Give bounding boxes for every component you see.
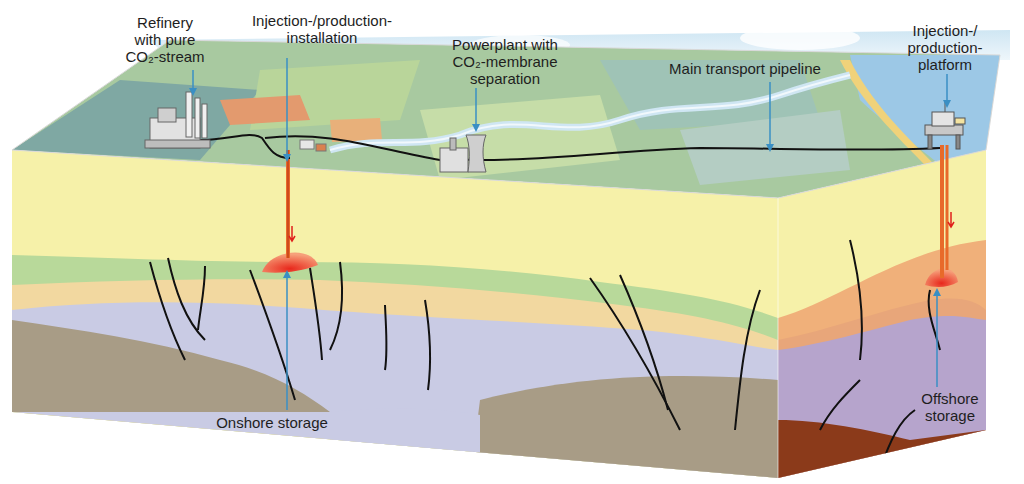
callout-label: Main transport pipeline	[635, 60, 855, 77]
callout-label: Refinery with pure CO₂-stream	[122, 14, 208, 65]
callout-label: Injection-/production- installation	[238, 12, 406, 46]
callout-label: Offshore storage	[914, 390, 986, 424]
callout-label: Injection-/ production- platform	[900, 22, 990, 73]
callout-label: Powerplant with CO₂-membrane separation	[441, 36, 569, 87]
callout-label: Onshore storage	[197, 414, 347, 431]
